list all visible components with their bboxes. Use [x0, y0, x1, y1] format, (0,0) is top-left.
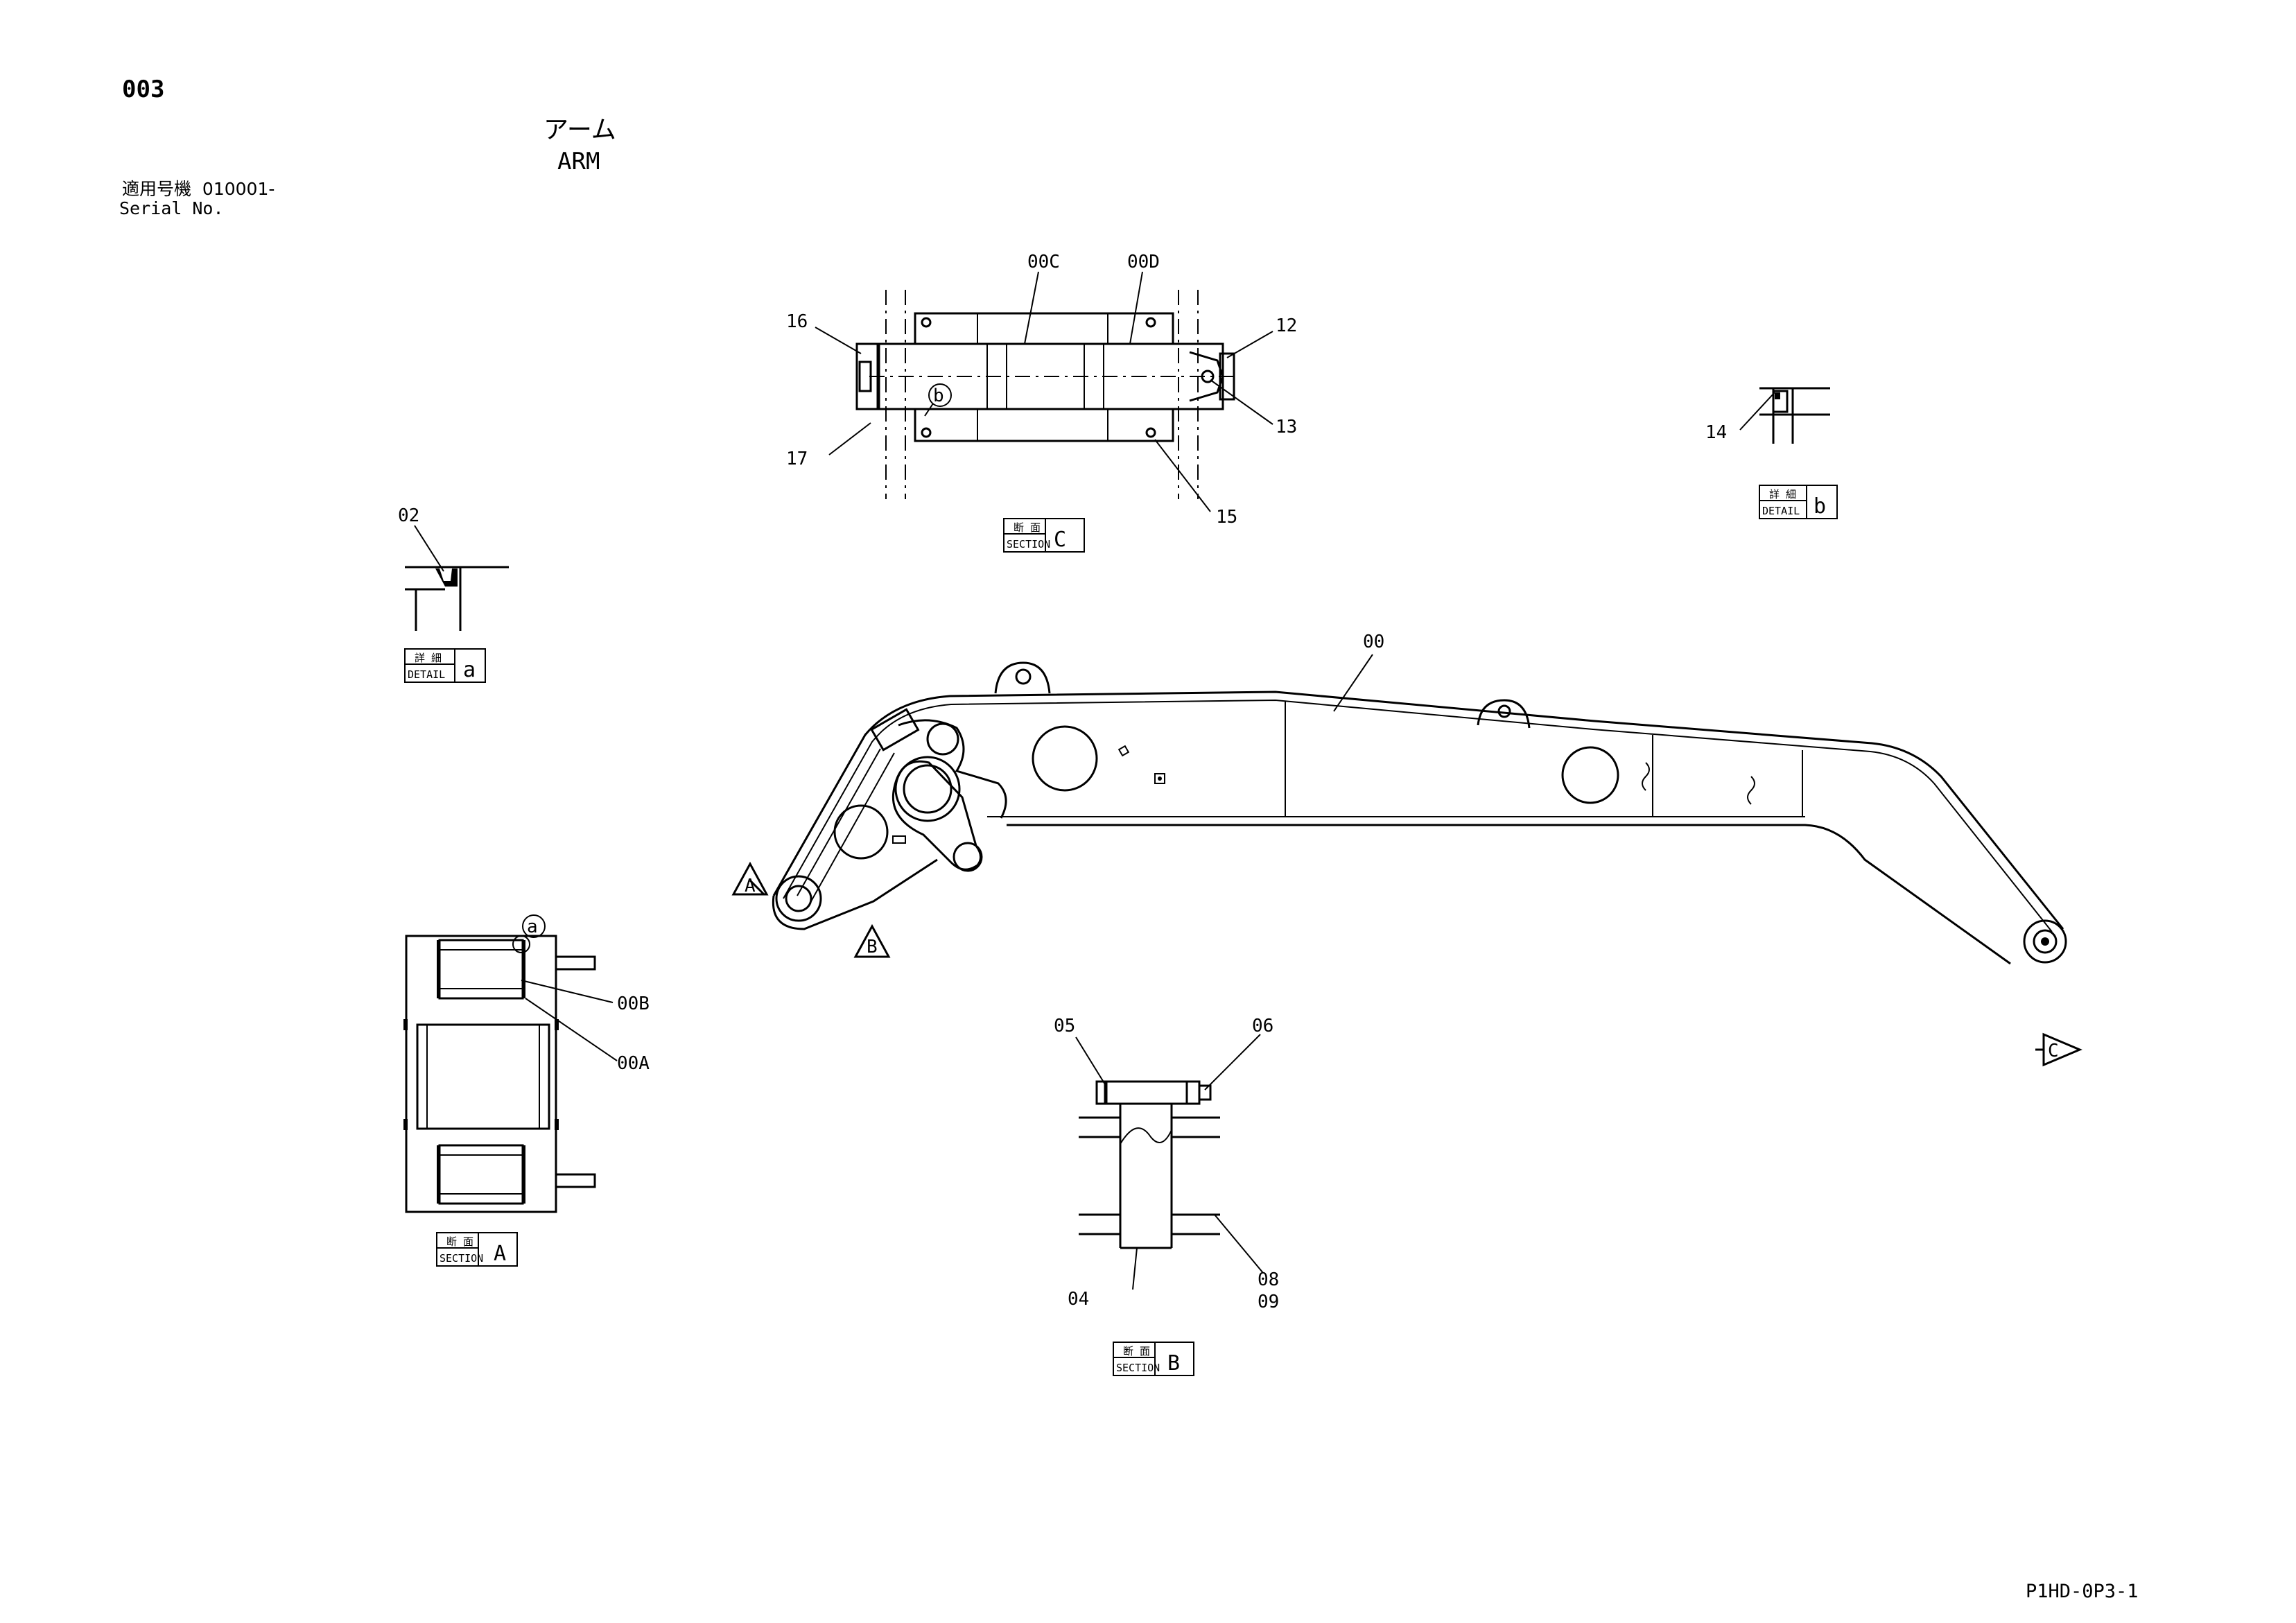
- svg-text:DETAIL: DETAIL: [408, 668, 445, 681]
- callout-04: 04: [1068, 1289, 1089, 1310]
- svg-text:断 面: 断 面: [446, 1235, 473, 1248]
- section-c-label: 断 面 SECTION C: [1003, 518, 1085, 553]
- callout-08: 08: [1258, 1269, 1279, 1290]
- view-arrow-c: C: [2035, 1032, 2082, 1067]
- callout-00C: 00C: [1027, 252, 1060, 272]
- callout-00: 00: [1363, 632, 1384, 652]
- svg-text:C: C: [1054, 528, 1066, 552]
- svg-text:B: B: [1167, 1351, 1180, 1375]
- svg-text:B: B: [867, 937, 878, 957]
- section-a-view: a: [403, 914, 618, 1213]
- callout-16: 16: [786, 311, 808, 332]
- svg-text:詳 細: 詳 細: [415, 652, 442, 664]
- svg-text:断 面: 断 面: [1123, 1345, 1150, 1357]
- callout-15: 15: [1216, 507, 1237, 528]
- detail-a-label: 詳 細 DETAIL a: [404, 648, 486, 683]
- section-a-label: 断 面 SECTION A: [436, 1232, 518, 1267]
- callout-12: 12: [1276, 315, 1297, 336]
- detail-a-view: [405, 525, 509, 631]
- serial-line: 適用号機 010001-: [122, 180, 275, 198]
- callout-02: 02: [398, 505, 419, 526]
- svg-text:詳 細: 詳 細: [1769, 488, 1796, 501]
- svg-text:DETAIL: DETAIL: [1762, 505, 1800, 517]
- serial-label-japanese: 適用号機: [122, 179, 192, 199]
- svg-text:断 面: 断 面: [1014, 521, 1041, 534]
- callout-00D: 00D: [1127, 252, 1160, 272]
- callout-09: 09: [1258, 1292, 1279, 1312]
- svg-text:SECTION: SECTION: [440, 1252, 483, 1265]
- title-english: ARM: [557, 148, 600, 175]
- drawing-code: P1HD-0P3-1: [2026, 1581, 2139, 1602]
- svg-text:A: A: [745, 876, 756, 896]
- detail-b-label: 詳 細 DETAIL b: [1759, 485, 1838, 519]
- svg-text:b: b: [1814, 494, 1826, 519]
- section-b-label: 断 面 SECTION B: [1113, 1342, 1194, 1376]
- callout-17: 17: [786, 449, 808, 469]
- svg-text:a: a: [527, 917, 538, 937]
- detail-b-view: [1739, 387, 1830, 444]
- callout-06: 06: [1252, 1016, 1273, 1036]
- detail-b-mark: b: [933, 385, 944, 406]
- section-b-view: [1075, 1034, 1264, 1290]
- title-japanese: アーム: [543, 116, 616, 144]
- callout-13: 13: [1276, 417, 1297, 437]
- view-arrow-a: A: [731, 861, 769, 896]
- svg-text:A: A: [494, 1242, 506, 1266]
- callout-00A: 00A: [617, 1053, 650, 1074]
- svg-text:SECTION: SECTION: [1116, 1362, 1160, 1374]
- svg-text:SECTION: SECTION: [1007, 538, 1050, 550]
- callout-00B: 00B: [617, 993, 650, 1014]
- section-c-view: b: [815, 271, 1273, 512]
- svg-text:a: a: [463, 658, 476, 682]
- view-arrow-b: B: [853, 923, 891, 958]
- page-number: 003: [122, 76, 165, 103]
- callout-14: 14: [1705, 422, 1727, 443]
- serial-value: 010001-: [202, 179, 275, 199]
- svg-text:C: C: [2048, 1041, 2059, 1061]
- serial-label-english: Serial No.: [119, 198, 224, 218]
- callout-05: 05: [1054, 1016, 1075, 1036]
- arm-side-view: [772, 654, 2067, 965]
